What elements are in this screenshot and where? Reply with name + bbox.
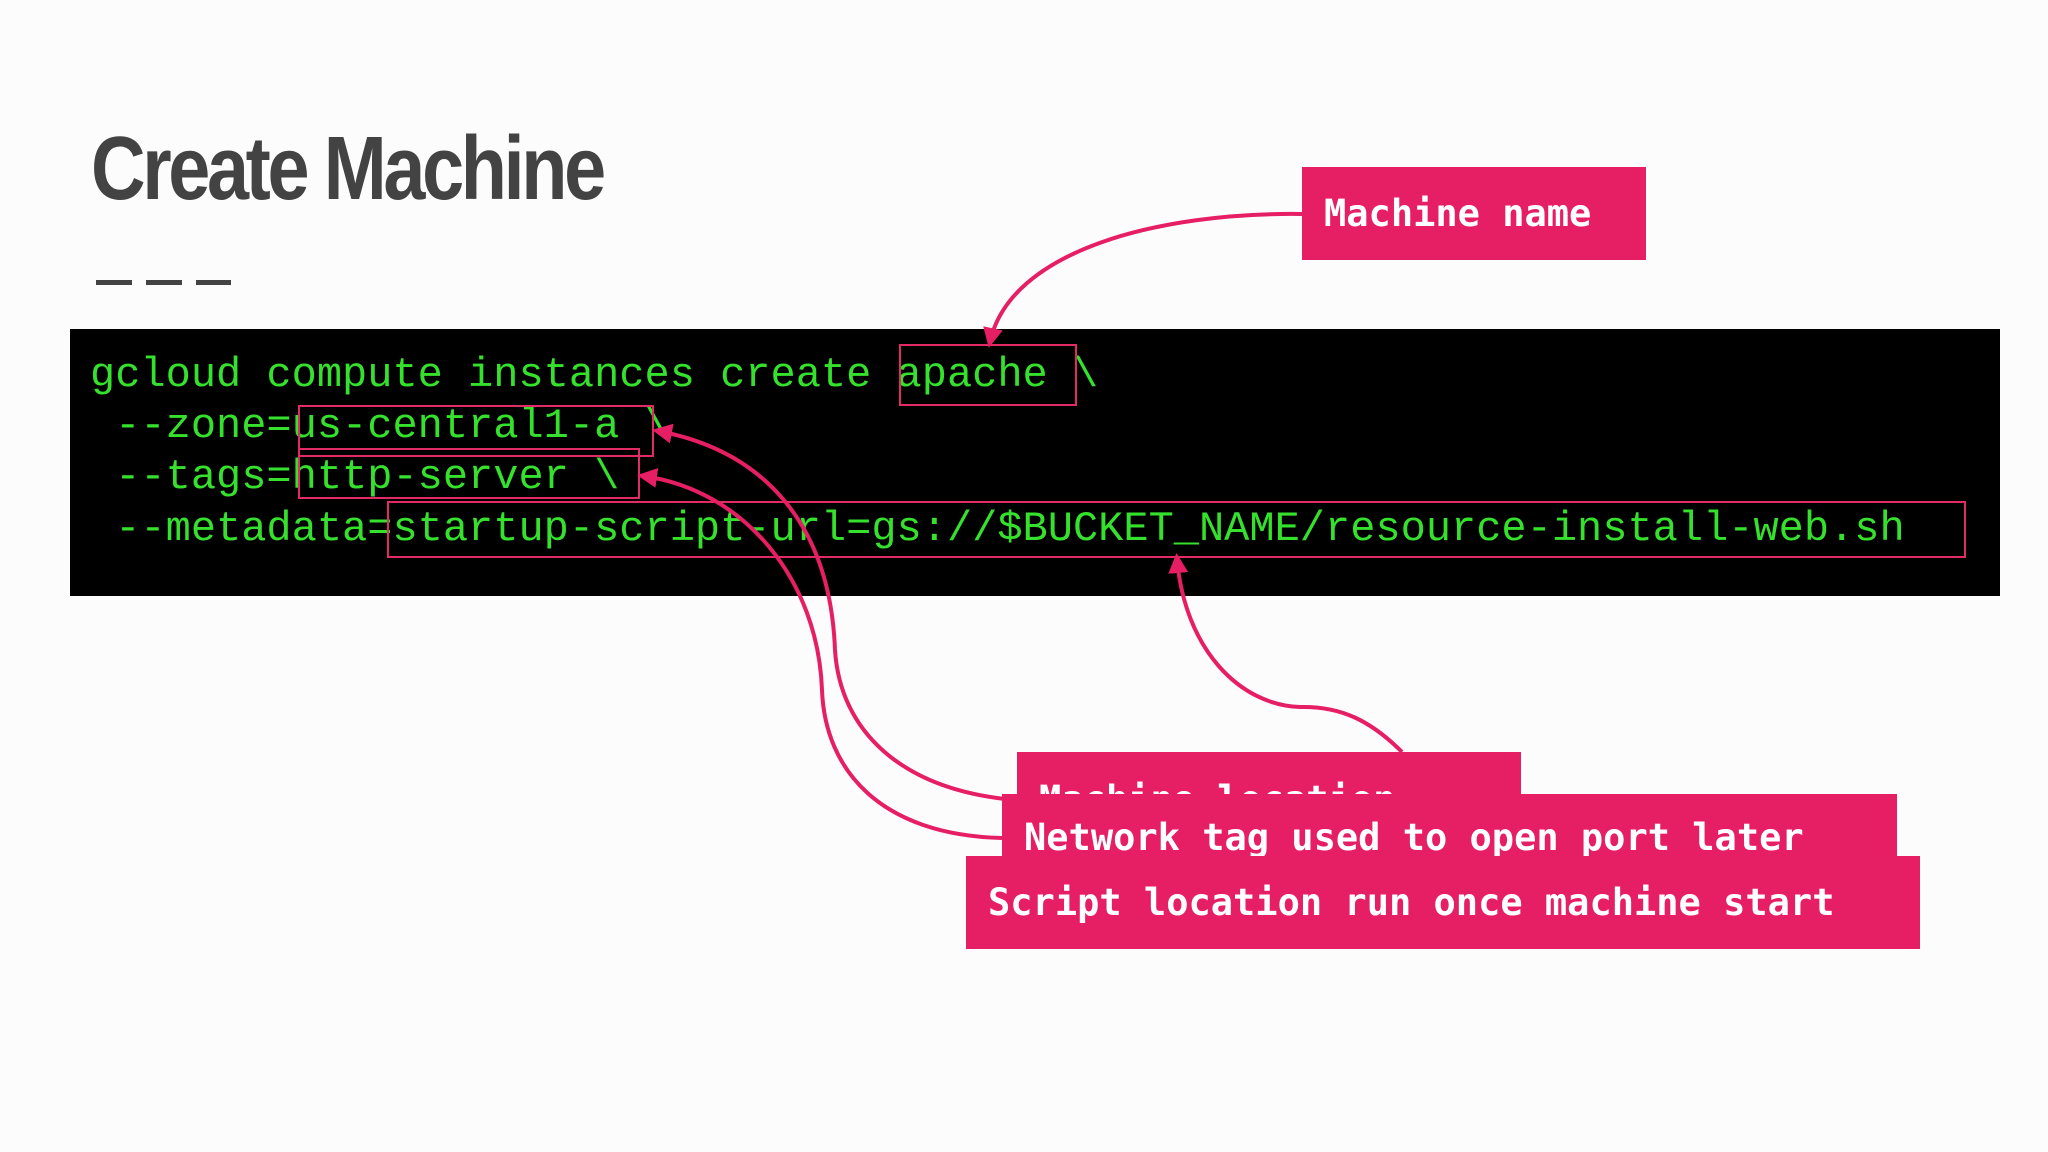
label-script-location: Script location run once machine start bbox=[966, 856, 1920, 949]
slide-title: Create Machine bbox=[91, 119, 606, 219]
code-line-3: --tags=http-server \ bbox=[90, 453, 620, 501]
code-line-2: --zone=us-central1-a \ bbox=[90, 402, 670, 450]
title-divider bbox=[96, 280, 231, 285]
highlight-machine-name bbox=[899, 344, 1077, 406]
code-block bbox=[70, 329, 2000, 596]
arrow-machine-name bbox=[983, 211, 1303, 348]
label-network-tag: Network tag used to open port later bbox=[1002, 794, 1897, 858]
highlight-metadata bbox=[387, 501, 1966, 558]
code-line-1: gcloud compute instances create apache \ bbox=[90, 351, 1099, 399]
highlight-tags bbox=[298, 448, 640, 499]
label-machine-name: Machine name bbox=[1302, 167, 1646, 260]
